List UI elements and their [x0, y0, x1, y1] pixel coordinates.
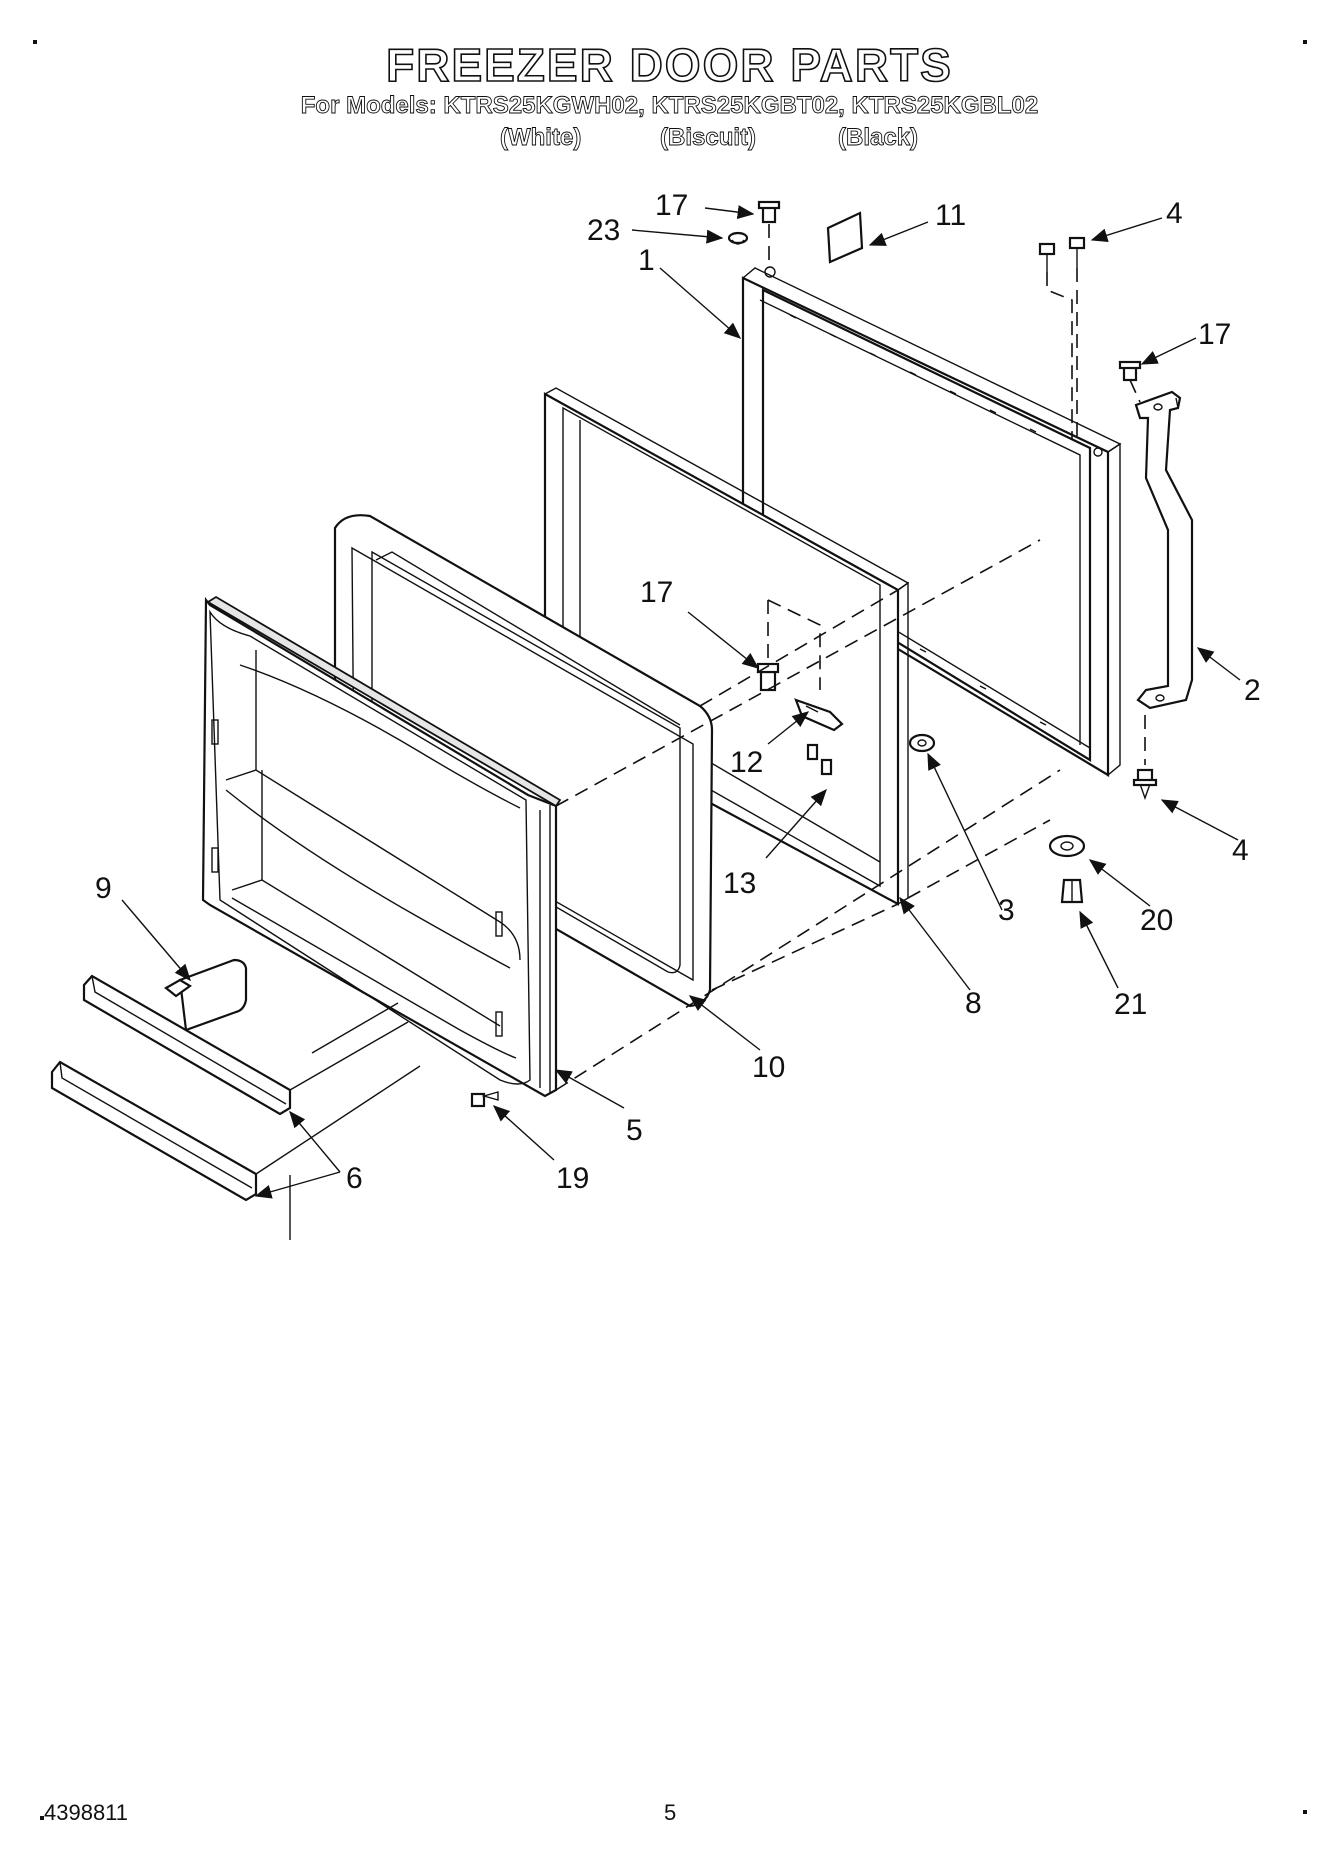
callout-17-top: 17	[655, 189, 688, 222]
callout-17-center: 17	[640, 576, 673, 609]
washer-part-3	[908, 733, 936, 753]
washer-part-20	[1048, 834, 1086, 858]
leader-arrows	[121, 205, 1241, 1199]
callout-10: 10	[752, 1051, 785, 1084]
variant-biscuit: (Biscuit)	[660, 124, 757, 152]
callout-8: 8	[965, 987, 982, 1020]
page-number: 5	[664, 1800, 677, 1825]
screw-part-17-top	[757, 200, 781, 224]
hinge-screws-part-4-top	[1038, 236, 1086, 440]
screw-part-19	[470, 1091, 499, 1108]
handle-part-2	[1134, 390, 1194, 710]
screw-part-17-center	[756, 599, 821, 692]
registration-mark	[33, 40, 37, 44]
callout-4-top: 4	[1166, 197, 1183, 230]
shelf-rails-part-6	[50, 974, 292, 1202]
registration-mark	[40, 1816, 44, 1820]
callout-20: 20	[1140, 904, 1173, 937]
hinge-screw-part-4-bottom	[1132, 768, 1158, 801]
callout-numbers: 17 23 11 4 1 17 17 2 12 3 4 13 9 20 8 21…	[95, 189, 1261, 1195]
models-line: For Models: KTRS25KGWH02, KTRS25KGBT02, …	[300, 92, 1039, 120]
document-number: 4398811	[44, 1800, 129, 1825]
bushing-part-21	[1060, 878, 1084, 904]
callout-23: 23	[587, 214, 620, 247]
callout-1: 1	[638, 244, 655, 277]
registration-mark	[1303, 40, 1307, 44]
variant-black: (Black)	[838, 124, 919, 152]
label-part-11	[826, 211, 864, 264]
callout-5: 5	[626, 1114, 643, 1147]
registration-mark	[1303, 1810, 1307, 1814]
callout-11: 11	[935, 199, 966, 232]
callout-4-bottom: 4	[1232, 834, 1249, 867]
callout-21: 21	[1114, 988, 1147, 1021]
screws-part-13	[806, 743, 833, 776]
screw-part-17-right	[1118, 360, 1142, 403]
plug-part-23	[727, 231, 749, 245]
stop-part-9	[164, 958, 248, 1032]
alignment-lines	[255, 539, 1061, 1240]
callout-12: 12	[730, 746, 763, 779]
variant-white: (White)	[500, 124, 582, 152]
callout-9: 9	[95, 872, 112, 905]
callout-3: 3	[998, 894, 1015, 927]
callout-19: 19	[556, 1162, 589, 1195]
callout-13: 13	[723, 867, 756, 900]
callout-6: 6	[346, 1162, 363, 1195]
callout-17-right: 17	[1198, 318, 1231, 351]
page-title: FREEZER DOOR PARTS	[385, 38, 953, 92]
callout-2: 2	[1244, 674, 1261, 707]
